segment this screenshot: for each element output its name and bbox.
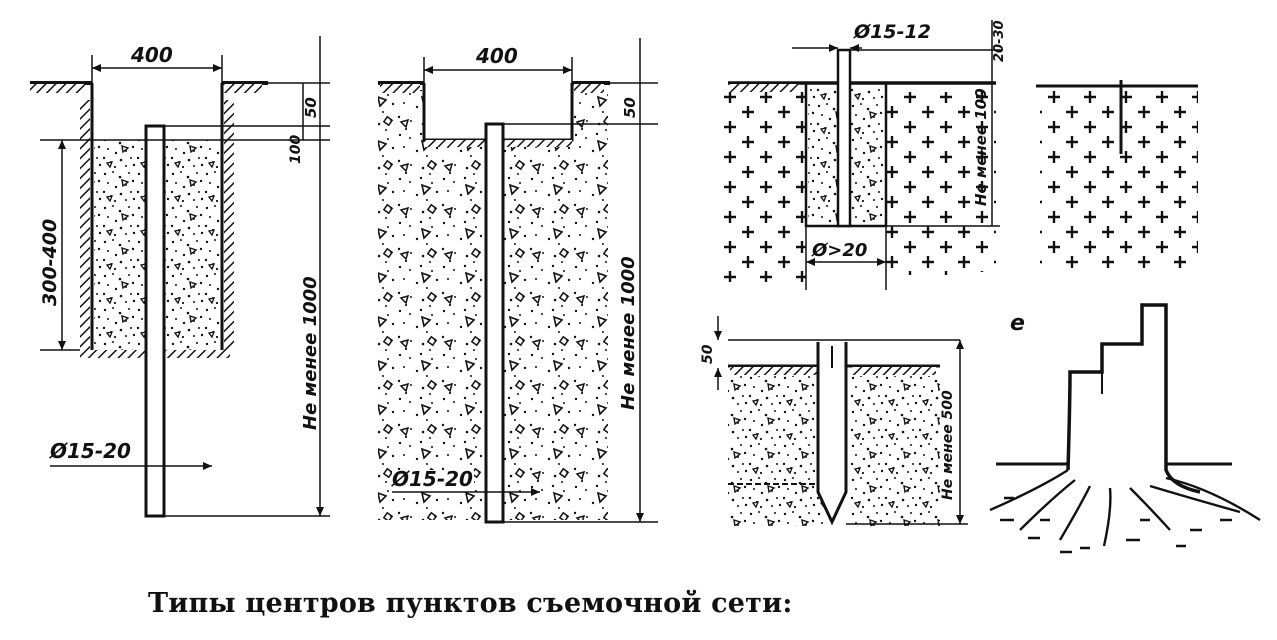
panel-e-driven-pipe: 50 Не менее 500 (700, 316, 968, 526)
total-depth-label: Не менее 1000 (300, 276, 321, 430)
top-label: 50 (302, 97, 320, 118)
rock-crosses (1040, 90, 1198, 268)
top-label: 50 (700, 344, 716, 364)
soil-fill (728, 376, 828, 526)
top-label: 20-30 (992, 20, 1007, 62)
panel-b-concrete-monolith: 400 50 Не менее 1000 Ø15-20 (378, 38, 658, 524)
wall-hatch (224, 100, 234, 350)
stump-outline (1066, 303, 1201, 494)
width-label: 400 (475, 44, 518, 68)
ground-hatch (30, 84, 85, 93)
ground-hatch (222, 84, 262, 93)
ground-hatch (730, 367, 820, 375)
soil-fill (850, 376, 940, 526)
panel-c-rock-center: Ø15-12 20-30 Не менее 100 Ø>20 (724, 20, 1007, 290)
rod (836, 48, 852, 228)
top-label: 50 (621, 97, 639, 118)
depth-label: 300-400 (39, 219, 61, 306)
pipe (816, 342, 848, 526)
ground-hatch (730, 84, 798, 92)
wall-hatch (80, 100, 90, 350)
hole-diameter-label: Ø>20 (811, 240, 867, 261)
rock-crosses (724, 92, 806, 282)
ground-hatch (380, 84, 420, 93)
depth-label: Не менее 100 (972, 88, 990, 206)
figure-caption: Типы центров пунктов съемочной сети: (148, 588, 793, 619)
mid-label: 100 (288, 135, 304, 164)
panel-letter: е (1010, 311, 1025, 336)
roots (989, 468, 1261, 554)
panel-f-tree-stump: е (989, 303, 1261, 554)
ground-hatch (574, 84, 604, 93)
total-depth-label: Не менее 1000 (618, 256, 639, 410)
panel-d-rock-mark (1036, 80, 1198, 268)
diameter-label: Ø15-12 (853, 21, 931, 43)
panel-a-pit-center: 400 50 100 300-400 Не менее 1000 Ø15-20 (30, 36, 330, 518)
diameter-label: Ø15-20 (49, 439, 131, 463)
pipe (484, 122, 505, 524)
rock-crosses (886, 230, 966, 275)
width-label: 400 (130, 43, 173, 67)
depth-label: Не менее 500 (940, 390, 956, 500)
ground-hatch (852, 367, 936, 375)
diameter-label: Ø15-20 (391, 467, 473, 491)
pipe (144, 124, 166, 518)
